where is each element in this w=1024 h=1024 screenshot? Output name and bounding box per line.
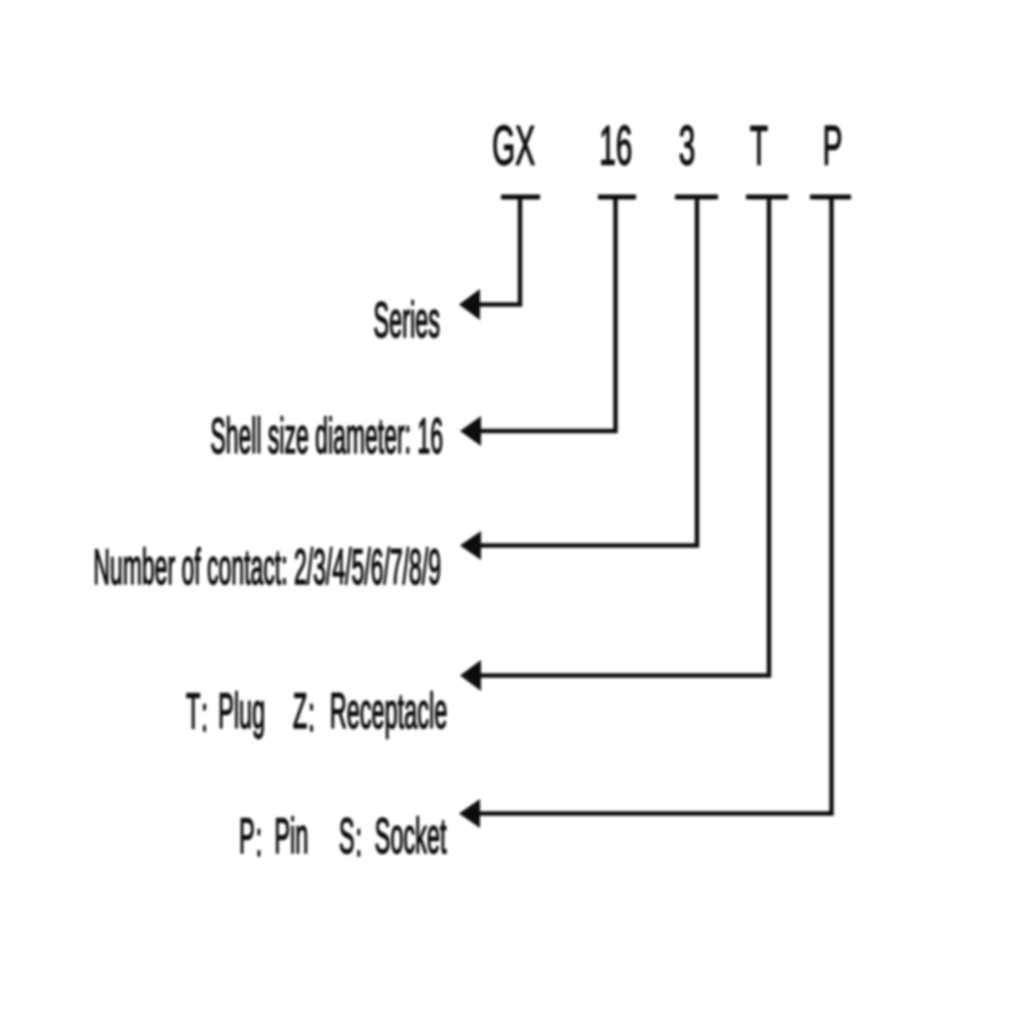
svg-text:GX: GX: [492, 115, 535, 177]
svg-text:Shell size diameter: 16: Shell size diameter: 16: [210, 409, 443, 464]
svg-text:P: P: [823, 115, 843, 177]
svg-text:T: T: [750, 115, 768, 177]
svg-text:3: 3: [679, 115, 696, 177]
svg-text:Number of contact: 2/3/4/5/6/7: Number of contact: 2/3/4/5/6/7/8/9: [93, 540, 441, 595]
svg-text:16: 16: [599, 115, 632, 177]
svg-text:Series: Series: [373, 293, 440, 348]
